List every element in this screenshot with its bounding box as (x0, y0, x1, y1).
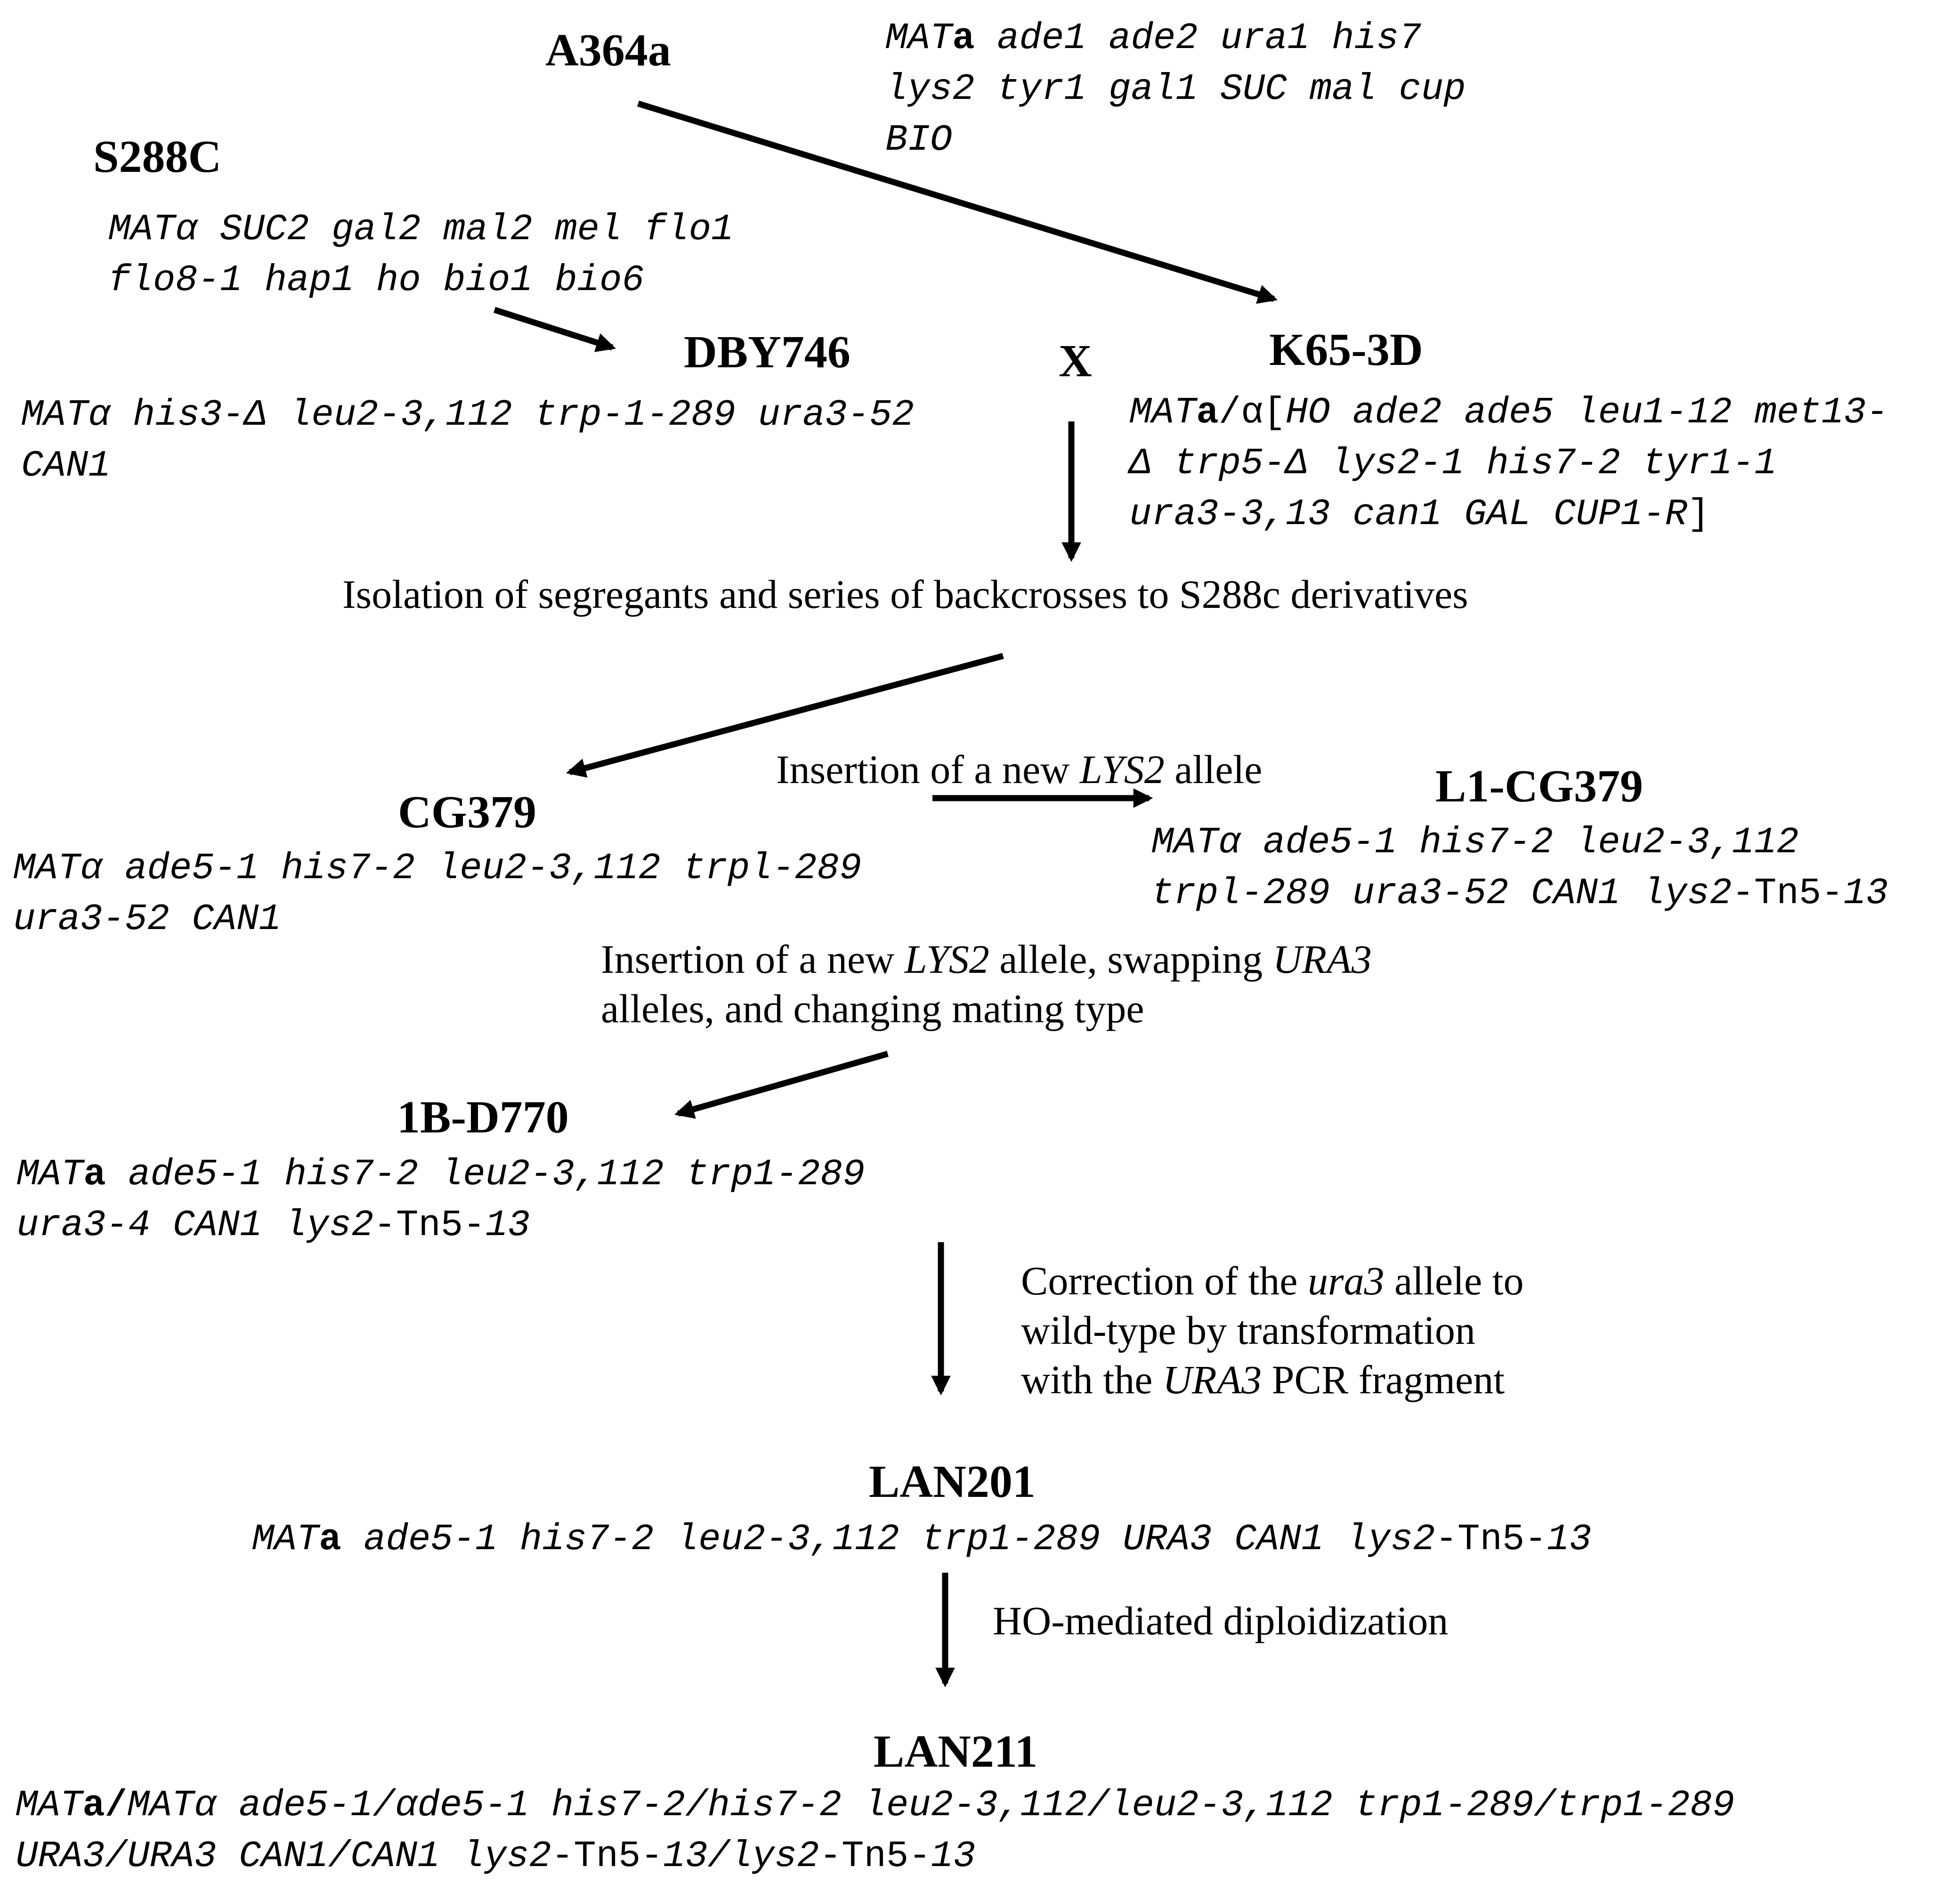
cross-symbol: X (1059, 336, 1092, 387)
step-diploidization: HO-mediated diploidization (993, 1598, 1449, 1643)
strain-name-s288c: S288C (93, 131, 222, 182)
step-swap-ura3: Insertion of a new LYS2 allele, swapping… (601, 937, 1372, 1031)
strain-name-a364a: A364a (545, 25, 671, 76)
arrow-backcross-to-cg379 (566, 653, 1004, 778)
mat-locus: MATa (252, 1518, 341, 1560)
genotype-lan201: MATa ade5-1 his7-2 leu2-3,112 trp1-289 U… (252, 1518, 1592, 1560)
mat-locus: MATa (16, 1153, 106, 1196)
strain-name-lan211: LAN211 (874, 1726, 1038, 1777)
genotype-dby746: MATα his3-Δ leu2-3,112 trp-1-289 ura3-52… (21, 394, 915, 487)
step-insert-lys2: Insertion of a new LYS2 allele (776, 747, 1263, 792)
arrow-a364a-to-k65-3d (637, 100, 1278, 304)
mat-locus: MATa (1129, 391, 1219, 434)
genotype-lan211: MATa/MATα ade5-1/αde5-1 his7-2/his7-2 le… (16, 1784, 1735, 1877)
strain-name-lan201: LAN201 (869, 1456, 1036, 1507)
genotype-s288c: MATα SUC2 gal2 mal2 mel flo1 flo8-1 hap1… (108, 208, 734, 301)
arrow-to-1b-d770 (674, 1051, 889, 1119)
step-backcross: Isolation of segregants and series of ba… (342, 572, 1468, 617)
strain-name-l1-cg379: L1-CG379 (1435, 761, 1643, 812)
strain-name-cg379: CG379 (398, 787, 536, 838)
mat-locus: MATa/ (16, 1784, 128, 1826)
genotype-1b-d770: MATa ade5-1 his7-2 leu2-3,112 trp1-289 u… (16, 1153, 865, 1246)
genotype-a364a: MATa ade1 ade2 ura1 his7 lys2 tyr1 gal1 … (885, 17, 1466, 161)
strain-name-dby746: DBY746 (684, 327, 850, 378)
arrow-s288c-to-dby746 (494, 307, 616, 352)
step-correction: Correction of the ura3 allele to wild-ty… (1021, 1258, 1524, 1402)
strain-name-1b-d770: 1B-D770 (397, 1092, 569, 1143)
genotype-l1-cg379: MATα ade5-1 his7-2 leu2-3,112 trpl-289 u… (1151, 821, 1888, 914)
genotype-cg379: MATα ade5-1 his7-2 leu2-3,112 trpl-289 u… (13, 847, 862, 940)
mat-locus: MATa (885, 17, 975, 59)
strain-name-k65-3d: K65-3D (1269, 324, 1423, 375)
genotype-k65-3d: MATa/α[HO ade2 ade5 leu1-12 met13- Δ trp… (1129, 391, 1888, 535)
